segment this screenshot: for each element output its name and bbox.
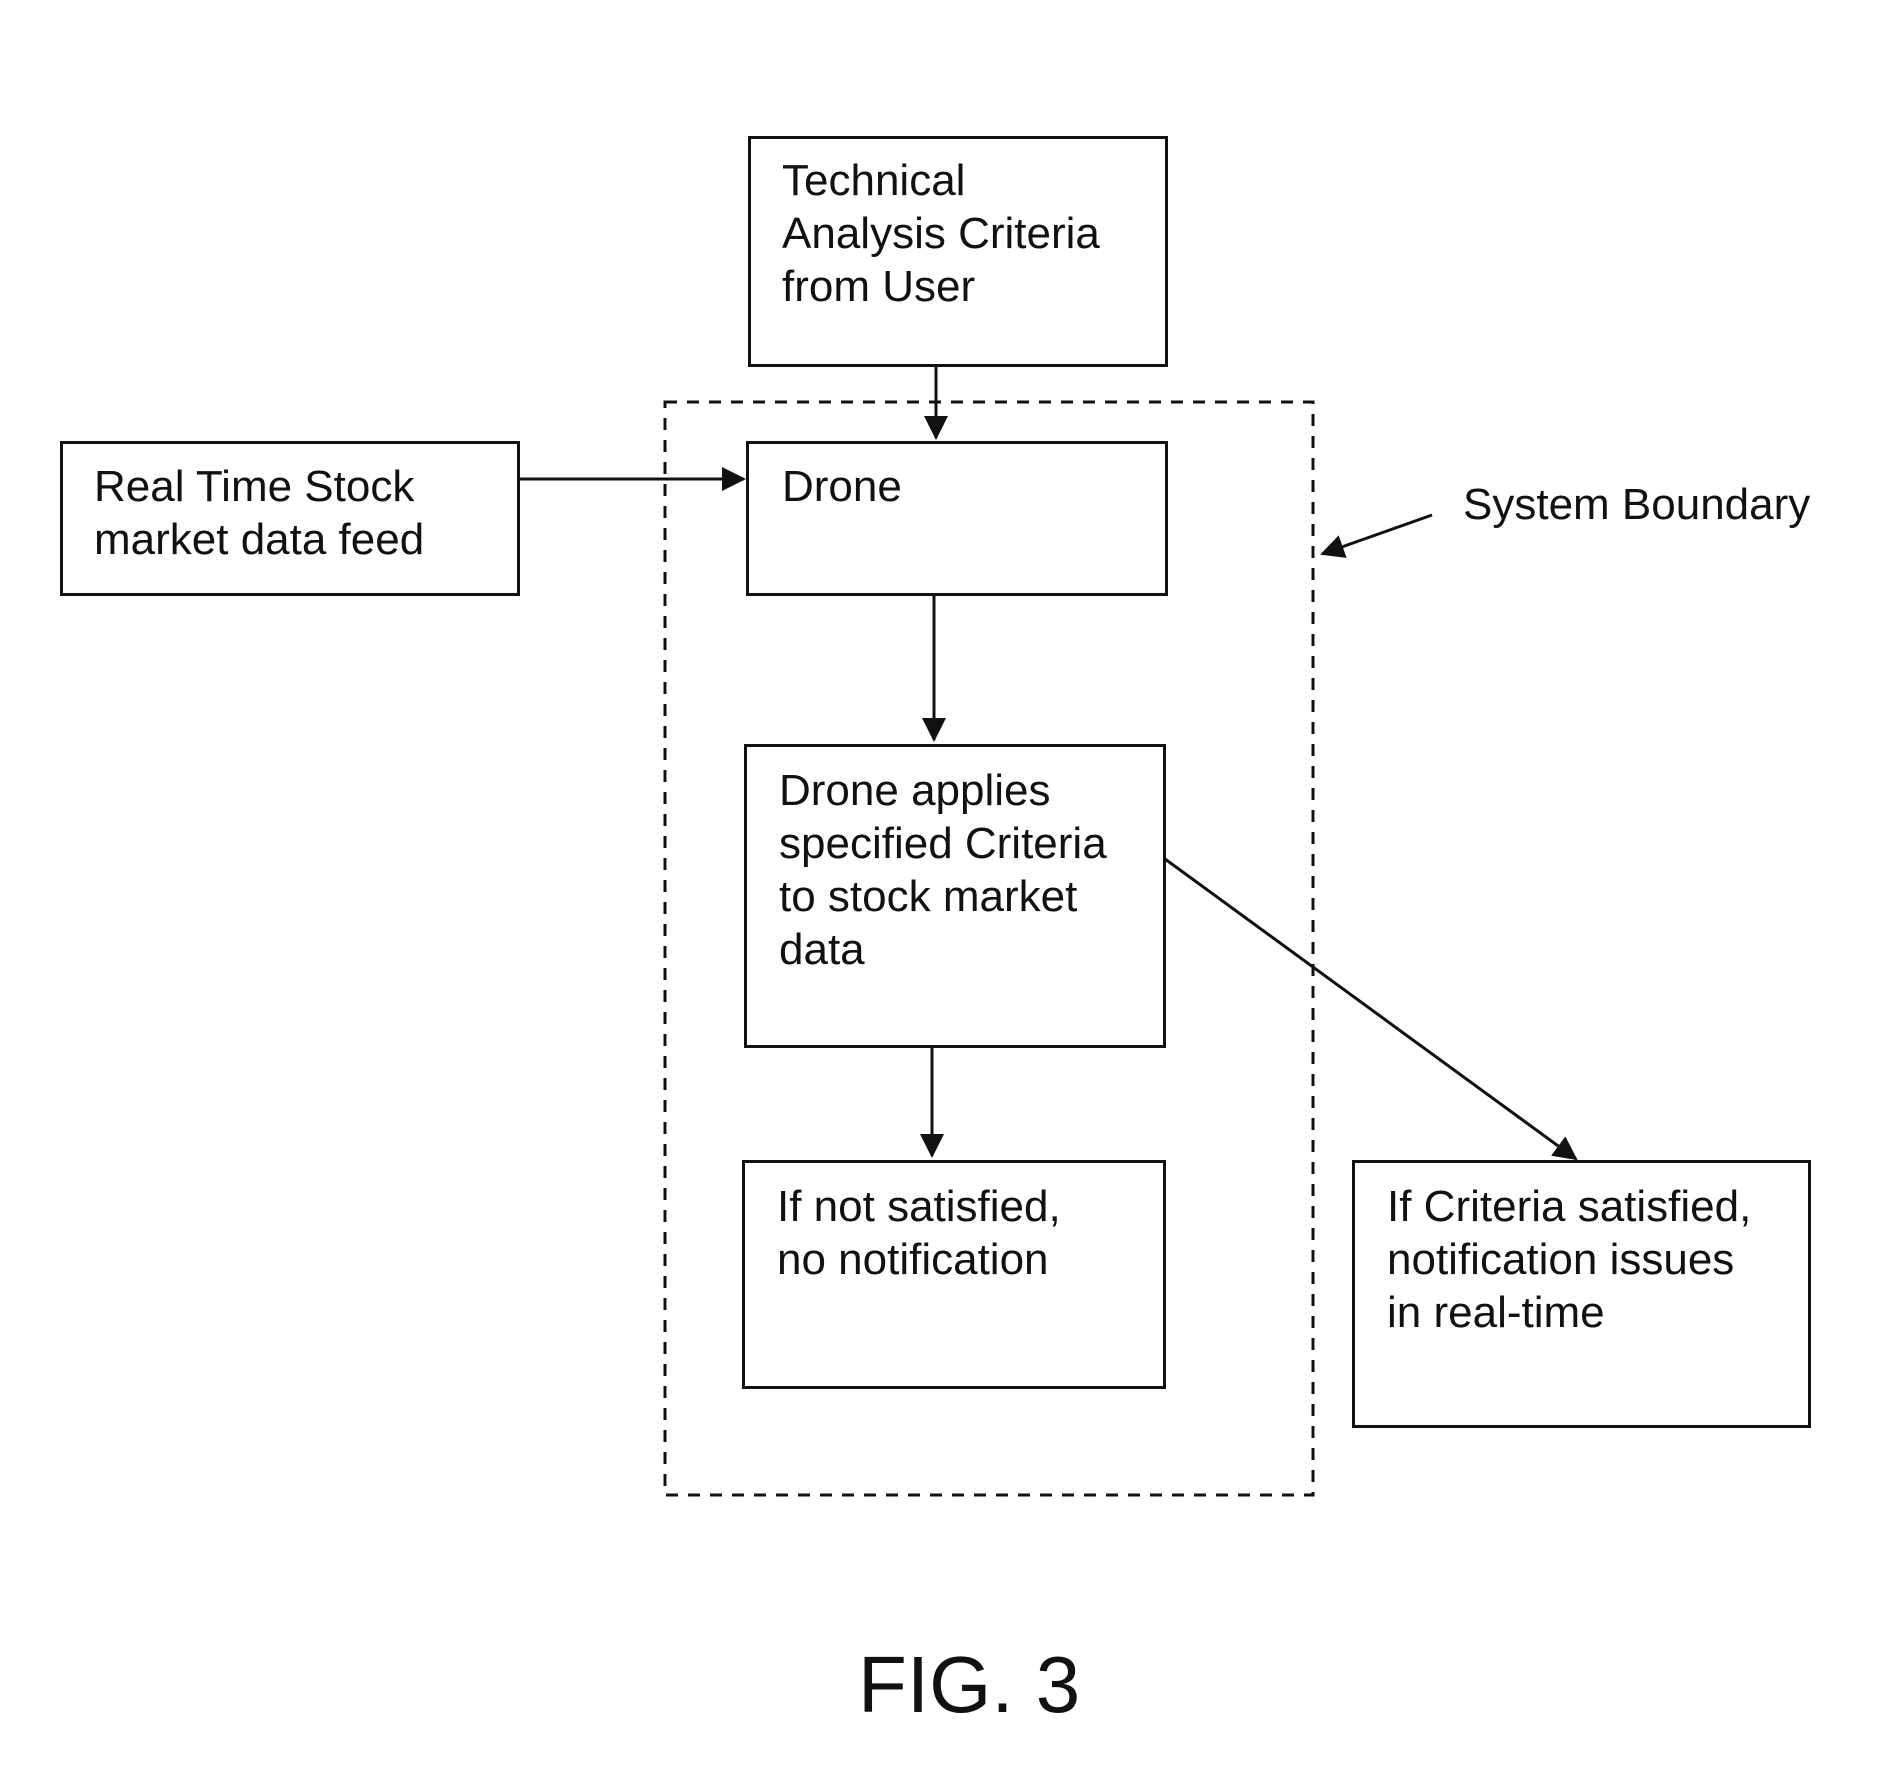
system-boundary-label: System Boundary — [1463, 478, 1810, 531]
system-boundary-pointer — [1322, 515, 1432, 554]
node-real-time-feed-label: Real Time Stock market data feed — [94, 460, 424, 566]
node-criteria-satisfied-label: If Criteria satisfied, notification issu… — [1387, 1180, 1751, 1339]
node-drone-applies-label: Drone applies specified Criteria to stoc… — [779, 764, 1107, 976]
node-drone-label: Drone — [782, 460, 902, 513]
node-not-satisfied-label: If not satisfied, no notification — [777, 1180, 1061, 1286]
node-technical-analysis-criteria-label: Technical Analysis Criteria from User — [782, 154, 1100, 313]
edge-applies-to-criteria-satisfied — [1165, 859, 1576, 1159]
figure-caption: FIG. 3 — [858, 1640, 1080, 1730]
